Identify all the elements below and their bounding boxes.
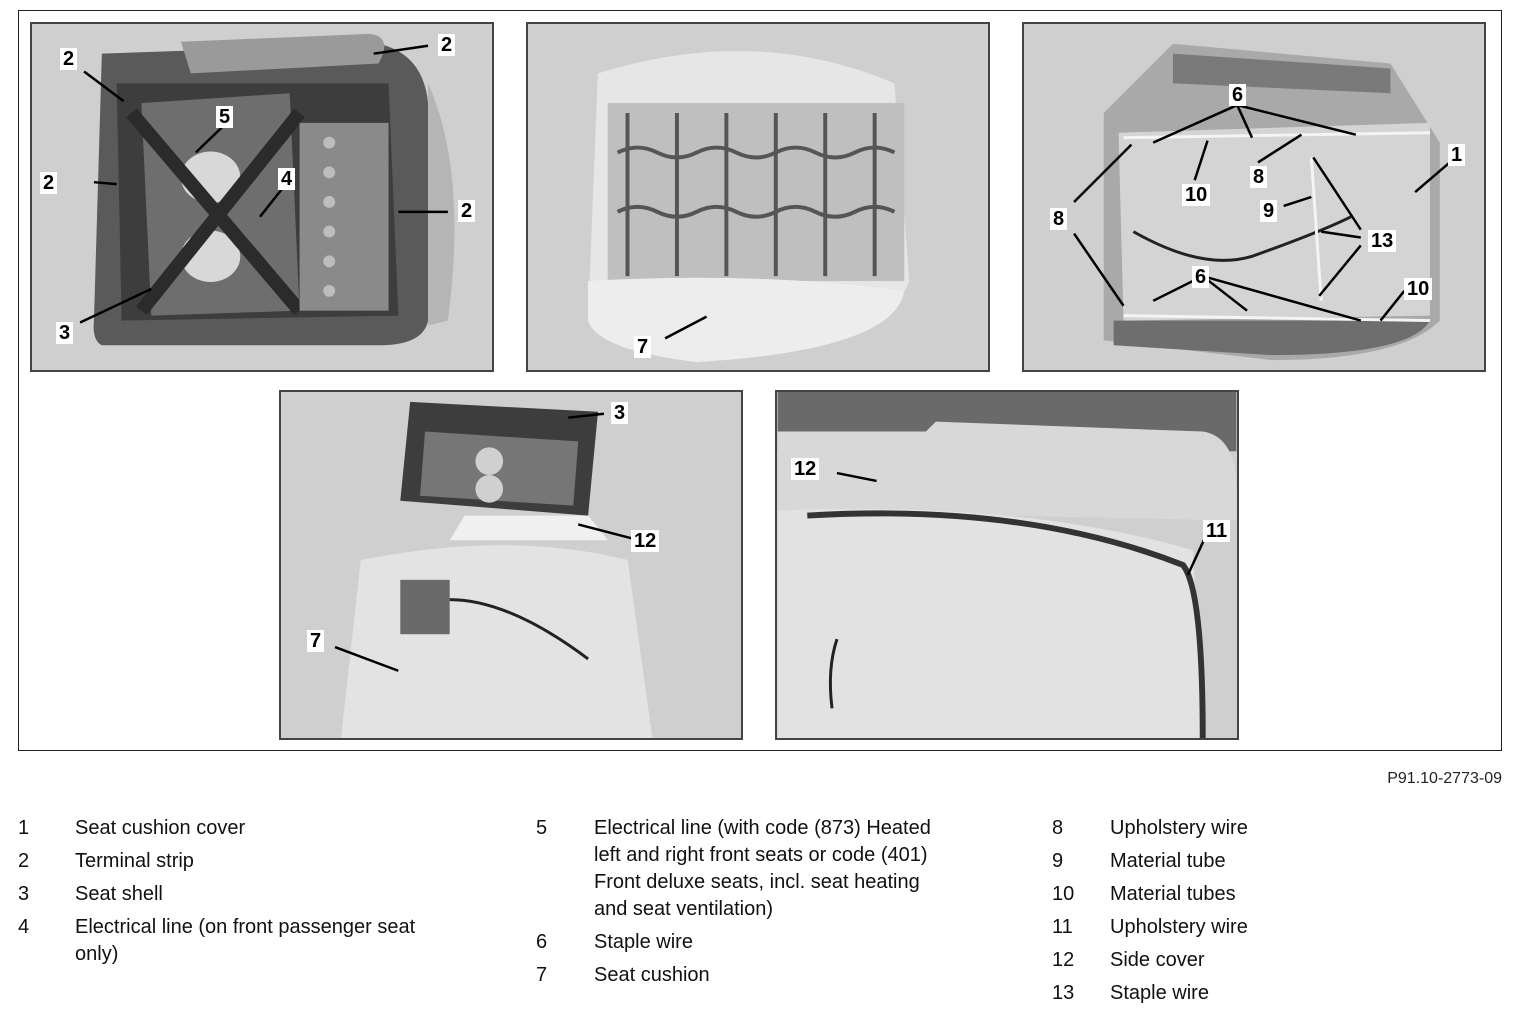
legend-item: 8 Upholstery wire (1052, 815, 1452, 842)
callout-8: 8 (1050, 208, 1068, 230)
figure-id: P91.10-2773-09 (1387, 770, 1502, 787)
legend-label: Electrical line (on front passenger seat… (75, 916, 416, 965)
legend-item: 2 Terminal strip (18, 848, 458, 875)
legend-number: 10 (1052, 883, 1075, 905)
legend-label: Material tube (1110, 850, 1226, 872)
legend-item: 12 Side cover (1052, 947, 1452, 974)
legend-item: 3 Seat shell (18, 881, 458, 908)
photo-seat-cushion: 7 (526, 22, 990, 372)
legend-label: Seat shell (75, 883, 163, 905)
callout-2: 2 (438, 34, 456, 56)
legend-number: 5 (536, 817, 548, 839)
photo-seat-shell: 2 2 5 2 4 2 3 (30, 22, 494, 372)
legend-number: 11 (1052, 916, 1073, 938)
legend-number: 4 (18, 916, 30, 938)
side-cover-illustration (777, 392, 1237, 738)
callout-12: 12 (631, 530, 660, 552)
legend-column-2: 5 Electrical line (with code (873) Heate… (536, 815, 966, 995)
legend-item: 1 Seat cushion cover (18, 815, 458, 842)
callout-3: 3 (56, 322, 74, 344)
legend-label: Staple wire (1110, 982, 1209, 1004)
callout-6: 6 (1229, 84, 1247, 106)
legend-number: 2 (18, 850, 30, 872)
callout-3: 3 (611, 402, 629, 424)
legend-label: Terminal strip (75, 850, 194, 872)
legend-label: Seat cushion (594, 964, 710, 986)
callout-6: 6 (1192, 266, 1210, 288)
callout-7: 7 (634, 336, 652, 358)
legend-item: 11 Upholstery wire (1052, 914, 1452, 941)
callout-7: 7 (307, 630, 325, 652)
seat-cover-illustration (1073, 43, 1451, 361)
legend-item: 6 Staple wire (536, 929, 966, 956)
photo-side-cover: 12 11 (775, 390, 1239, 740)
legend-item: 4 Electrical line (on front passenger se… (18, 914, 458, 968)
legend-number: 13 (1052, 982, 1075, 1004)
legend-label: Side cover (1110, 949, 1205, 971)
callout-9: 9 (1260, 200, 1278, 222)
legend-number: 8 (1052, 817, 1064, 839)
legend-number: 3 (18, 883, 30, 905)
legend-number: 6 (536, 931, 548, 953)
legend-item: 9 Material tube (1052, 848, 1452, 875)
legend-item: 5 Electrical line (with code (873) Heate… (536, 815, 966, 923)
seat-shell-illustration (79, 33, 455, 346)
legend-item: 13 Staple wire (1052, 980, 1452, 1007)
callout-5: 5 (216, 106, 234, 128)
photo-seat-cushion-cover: 6 1 8 10 8 9 13 6 10 (1022, 22, 1486, 372)
callout-1: 1 (1448, 144, 1466, 166)
seat-shell-removal-illustration (334, 401, 653, 738)
legend-label: Seat cushion cover (75, 817, 246, 839)
legend-number: 12 (1052, 949, 1075, 971)
callout-13: 13 (1368, 230, 1397, 252)
legend-column-1: 1 Seat cushion cover 2 Terminal strip 3 … (18, 815, 458, 974)
legend-number: 9 (1052, 850, 1064, 872)
legend-label: Electrical line (with code (873) Heated … (594, 817, 931, 920)
callout-2: 2 (60, 48, 78, 70)
legend-label: Material tubes (1110, 883, 1236, 905)
callout-10: 10 (1182, 184, 1211, 206)
legend-item: 10 Material tubes (1052, 881, 1452, 908)
callout-10: 10 (1404, 278, 1433, 300)
callout-8: 8 (1250, 166, 1268, 188)
legend-column-3: 8 Upholstery wire 9 Material tube 10 Mat… (1052, 815, 1452, 1013)
callout-11: 11 (1203, 520, 1231, 542)
legend-label: Upholstery wire (1110, 817, 1248, 839)
legend-number: 1 (18, 817, 30, 839)
legend-item: 7 Seat cushion (536, 962, 966, 989)
legend-label: Upholstery wire (1110, 916, 1248, 938)
callout-2: 2 (40, 172, 58, 194)
callout-2: 2 (458, 200, 476, 222)
callout-4: 4 (278, 168, 296, 190)
legend-label: Staple wire (594, 931, 693, 953)
photo-seat-shell-removal: 3 12 7 (279, 390, 743, 740)
callout-12: 12 (791, 458, 820, 480)
legend-number: 7 (536, 964, 548, 986)
seat-cushion-illustration (587, 50, 910, 363)
